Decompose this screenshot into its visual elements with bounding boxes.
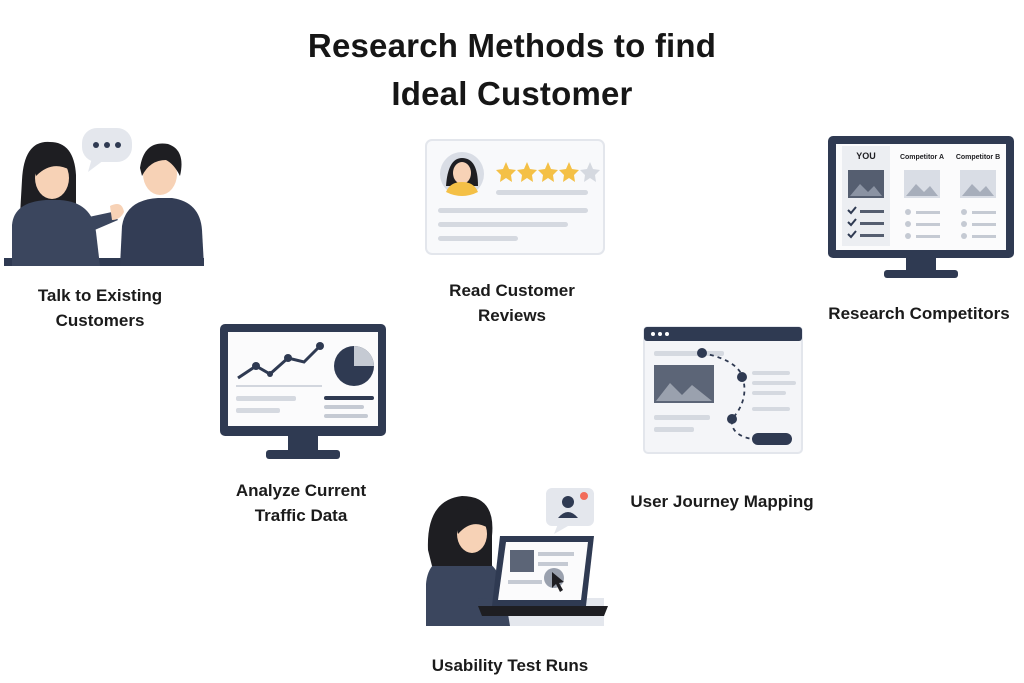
method-label-research-competitors: Research Competitors — [828, 304, 1010, 323]
analytics-monitor-icon — [220, 324, 386, 459]
title-line-1: Research Methods to find — [307, 27, 717, 64]
competitor-monitor-icon: YOU Competitor A Competitor B — [828, 136, 1014, 278]
method-label-analyze-current-traffic-data: Analyze Current Traffic Data — [235, 481, 367, 525]
review-stars — [496, 162, 600, 182]
method-label-usability-test-runs: Usability Test Runs — [431, 656, 589, 675]
title-line-2: Ideal Customer — [391, 75, 633, 112]
competitor-header-you: YOU — [856, 151, 876, 161]
competitor-header-a: Competitor A — [900, 154, 944, 161]
laptop-user-icon — [426, 488, 608, 626]
journey-browser-icon — [643, 326, 803, 454]
method-label-user-journey-mapping: User Journey Mapping — [630, 492, 814, 511]
method-label-talk-to-existing-customers: Talk to Existing Customers — [37, 286, 163, 330]
competitor-header-b: Competitor B — [956, 154, 1000, 161]
method-label-read-customer-reviews: Read Customer Reviews — [449, 281, 575, 325]
review-card-icon — [425, 139, 605, 255]
diagram-title: Research Methods to find Ideal Customer — [0, 22, 1024, 118]
conversation-icon — [4, 128, 204, 266]
